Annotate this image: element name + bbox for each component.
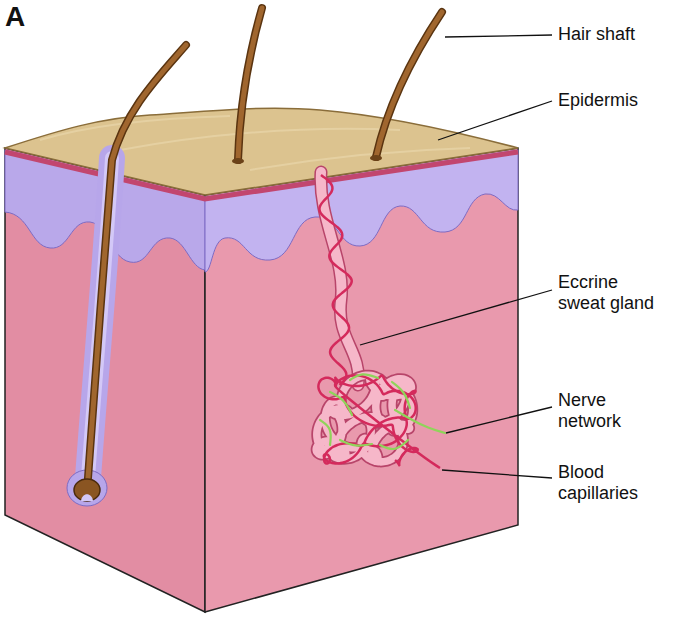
dermis-face — [205, 148, 518, 612]
blood-capillary — [319, 175, 351, 385]
part-label: Nerve network — [558, 390, 658, 432]
leader-line — [438, 101, 552, 140]
hair-shaft — [376, 12, 442, 157]
nerve-fiber — [330, 392, 352, 415]
nerve-fiber — [340, 440, 372, 446]
hair-root — [370, 155, 382, 161]
panel-letter: A — [5, 3, 45, 31]
nerve-fiber — [395, 410, 445, 433]
nerve-fiber — [350, 374, 378, 380]
skin-surface — [5, 108, 518, 195]
nerve-fiber — [392, 382, 410, 408]
part-label: Blood capillaries — [558, 462, 658, 504]
hair-shaft — [238, 8, 262, 160]
sweat-duct — [321, 172, 359, 385]
hair-shaft — [88, 45, 186, 478]
blood-capillary — [318, 375, 440, 468]
nerve-fiber — [320, 420, 331, 445]
part-label: Epidermis — [558, 90, 658, 111]
leader-line — [360, 290, 552, 345]
leader-line — [445, 35, 552, 37]
leader-line — [446, 407, 552, 433]
hair-shaft — [238, 8, 262, 160]
sweat-duct — [321, 172, 359, 385]
hair-papilla — [81, 494, 93, 501]
hair-root — [232, 158, 244, 164]
hair-bulb — [74, 479, 100, 501]
leader-line — [442, 470, 552, 478]
capillaries-and-nerves — [318, 175, 445, 468]
hair-shaft — [376, 12, 442, 157]
part-label: Hair shaft — [558, 24, 658, 45]
part-label: Eccrine sweat gland — [558, 272, 658, 314]
hair-shaft — [88, 45, 186, 478]
nerve-fiber — [380, 440, 408, 449]
